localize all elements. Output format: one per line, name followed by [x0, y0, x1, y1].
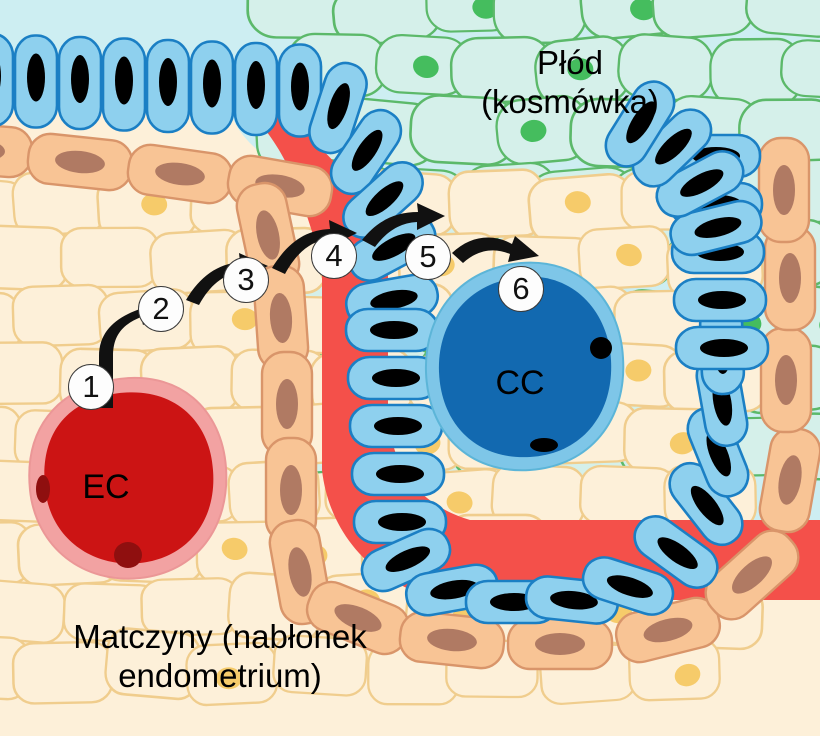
- cell: [11, 640, 114, 706]
- cell: [59, 226, 160, 289]
- arrow-1-2: [99, 300, 170, 408]
- nucleus: [630, 0, 656, 21]
- cell: [0, 340, 64, 406]
- cell: [24, 130, 136, 194]
- step-badge-3[interactable]: 3: [223, 257, 269, 303]
- cell: [348, 403, 444, 449]
- nucleus: [567, 58, 594, 81]
- nucleus: [616, 243, 642, 267]
- step-badge-6[interactable]: 6: [498, 266, 544, 312]
- cc-nucleus: [530, 438, 558, 452]
- cell: [0, 32, 15, 128]
- cell: [13, 34, 59, 129]
- cell: [11, 283, 111, 348]
- nucleus: [472, 0, 499, 19]
- step-badge-2[interactable]: 2: [138, 286, 184, 332]
- ec-label: EC: [82, 468, 130, 506]
- cell: [0, 577, 68, 646]
- cell: [757, 136, 811, 244]
- nucleus: [625, 359, 652, 382]
- arrow-4-5: [362, 203, 445, 247]
- cell: [0, 223, 71, 293]
- ec-nucleus: [36, 475, 50, 503]
- cc-nucleus: [590, 337, 612, 359]
- ec-nucleus: [114, 542, 142, 568]
- cytotrophoblast-cell-cc: [424, 261, 625, 472]
- cell: [350, 451, 446, 497]
- step-badge-4[interactable]: 4: [311, 233, 357, 279]
- nucleus: [413, 55, 439, 79]
- endothelial-cell-ec: [28, 377, 228, 580]
- nucleus: [141, 193, 168, 216]
- cell: [672, 277, 768, 323]
- cell: [506, 617, 614, 671]
- nucleus: [221, 537, 248, 561]
- nucleus: [215, 667, 242, 690]
- cell: [145, 38, 191, 134]
- nucleus: [674, 663, 701, 687]
- nucleus: [520, 119, 547, 142]
- cell: [344, 307, 440, 353]
- nucleus: [564, 191, 591, 214]
- arrow-5-6: [452, 236, 539, 263]
- cell: [674, 325, 770, 371]
- cc-label: CC: [495, 364, 545, 402]
- cell: [189, 40, 235, 135]
- step-badge-1[interactable]: 1: [68, 364, 114, 410]
- cell: [139, 576, 242, 638]
- cell: [233, 41, 279, 137]
- nucleus: [231, 308, 258, 331]
- cell: [101, 37, 147, 132]
- cell: [57, 35, 103, 131]
- nucleus: [446, 491, 473, 514]
- step-badge-5[interactable]: 5: [405, 234, 451, 280]
